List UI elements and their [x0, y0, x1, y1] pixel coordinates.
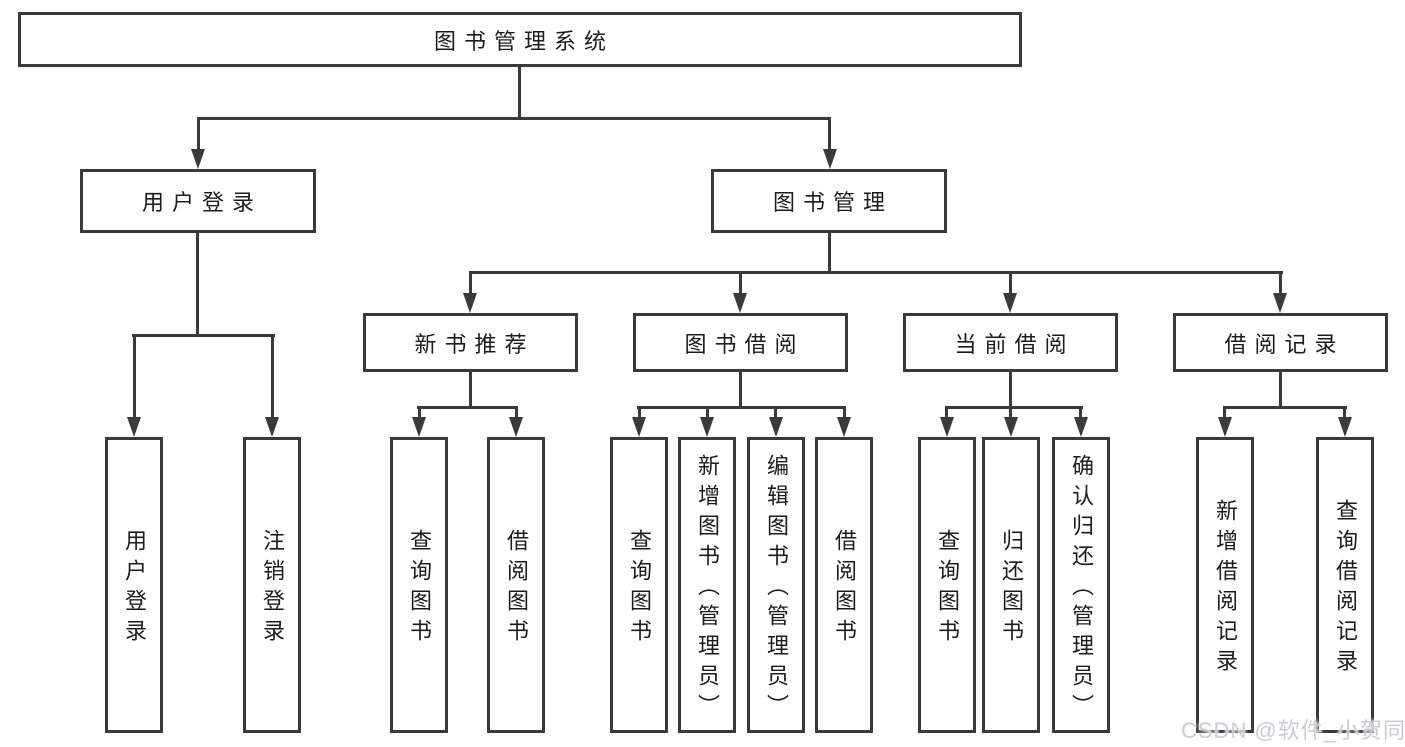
connector-line — [518, 67, 521, 119]
node-edit-book-admin-label: 编辑图书（管理员） — [764, 454, 789, 724]
connector-line — [1279, 273, 1282, 293]
node-book-management: 图书管理 — [711, 169, 947, 233]
node-query-borrow-record-label: 查询借阅记录 — [1333, 499, 1358, 679]
connector-arrow — [733, 293, 747, 313]
node-borrow-books-recommend: 借阅图书 — [487, 437, 545, 733]
connector-line — [1223, 408, 1226, 417]
node-borrow-records: 借阅记录 — [1173, 313, 1388, 372]
connector-line — [196, 233, 199, 336]
connector-arrow — [700, 417, 714, 437]
node-user-login-label: 用户登录 — [141, 190, 262, 215]
node-return-book: 归还图书 — [982, 437, 1040, 733]
node-add-book-admin: 新增图书（管理员） — [678, 437, 736, 733]
node-user-login-leaf: 用户登录 — [105, 437, 163, 733]
connector-arrow — [1338, 417, 1352, 437]
connector-arrow — [940, 417, 954, 437]
node-current-borrow: 当前借阅 — [903, 313, 1118, 372]
node-query-books-current: 查询图书 — [918, 437, 976, 733]
connector-line — [1279, 372, 1282, 408]
connector-line — [469, 271, 1283, 274]
connector-arrow — [1074, 417, 1088, 437]
connector-arrow — [412, 417, 426, 437]
csdn-watermark: CSDN @软件_小贺同学 — [1181, 718, 1405, 743]
connector-line — [133, 336, 136, 417]
connector-arrow — [127, 417, 141, 437]
node-add-borrow-record-label: 新增借阅记录 — [1213, 499, 1238, 679]
connector-arrow — [191, 149, 205, 169]
node-book-borrow: 图书借阅 — [633, 313, 848, 372]
node-new-book-recommend-label: 新书推荐 — [414, 331, 535, 357]
node-book-management-label: 图书管理 — [772, 190, 893, 215]
node-new-book-recommend: 新书推荐 — [363, 313, 578, 372]
node-logout: 注销登录 — [243, 437, 301, 733]
connector-arrow — [1218, 417, 1232, 437]
connector-arrow — [632, 417, 646, 437]
connector-line — [197, 117, 831, 120]
node-user-login-leaf-label: 用户登录 — [122, 529, 147, 649]
connector-arrow — [769, 417, 783, 437]
connector-line — [945, 406, 1083, 409]
node-add-book-admin-label: 新增图书（管理员） — [695, 454, 720, 724]
node-query-books-borrow-label: 查询图书 — [627, 529, 652, 649]
connector-line — [706, 408, 709, 417]
connector-line — [197, 119, 200, 149]
connector-arrow — [1003, 293, 1017, 313]
node-query-books-recommend-label: 查询图书 — [407, 529, 432, 649]
connector-line — [1343, 408, 1346, 417]
connector-line — [271, 336, 274, 417]
connector-line — [828, 233, 831, 273]
connector-arrow — [265, 417, 279, 437]
connector-line — [132, 334, 275, 337]
node-query-books-borrow: 查询图书 — [610, 437, 668, 733]
connector-line — [945, 408, 948, 417]
node-query-books-recommend: 查询图书 — [390, 437, 448, 733]
connector-arrow — [823, 149, 837, 169]
node-query-borrow-record: 查询借阅记录 — [1316, 437, 1374, 733]
connector-line — [774, 408, 777, 417]
connector-line — [739, 372, 742, 408]
connector-line — [1009, 408, 1012, 417]
connector-line — [1223, 406, 1347, 409]
connector-arrow — [463, 293, 477, 313]
connector-line — [739, 273, 742, 293]
connector-line — [469, 372, 472, 408]
node-add-borrow-record: 新增借阅记录 — [1196, 437, 1254, 733]
node-user-login: 用户登录 — [80, 169, 316, 233]
node-edit-book-admin: 编辑图书（管理员） — [747, 437, 805, 733]
node-book-borrow-label: 图书借阅 — [684, 331, 805, 357]
connector-line — [515, 408, 518, 417]
connector-arrow — [1273, 293, 1287, 313]
connector-line — [418, 408, 421, 417]
connector-line — [1009, 372, 1012, 408]
connector-line — [469, 273, 472, 293]
connector-line — [638, 408, 641, 417]
connector-line — [1079, 408, 1082, 417]
node-borrow-books-leaf: 借阅图书 — [815, 437, 873, 733]
connector-line — [843, 408, 846, 417]
node-borrow-books-leaf-label: 借阅图书 — [832, 529, 857, 649]
node-confirm-return-admin-label: 确认归还（管理员） — [1069, 454, 1094, 724]
node-borrow-records-label: 借阅记录 — [1224, 331, 1345, 357]
connector-line — [828, 119, 831, 149]
node-confirm-return-admin: 确认归还（管理员） — [1052, 437, 1110, 733]
connector-arrow — [1004, 417, 1018, 437]
node-current-borrow-label: 当前借阅 — [954, 331, 1075, 357]
connector-line — [1009, 273, 1012, 293]
node-borrow-books-recommend-label: 借阅图书 — [504, 529, 529, 649]
node-root: 图书管理系统 — [18, 12, 1022, 67]
node-root-label: 图书管理系统 — [433, 28, 614, 54]
connector-line — [637, 406, 846, 409]
connector-arrow — [837, 417, 851, 437]
connector-line — [417, 406, 518, 409]
node-return-book-label: 归还图书 — [999, 529, 1024, 649]
node-logout-label: 注销登录 — [260, 529, 285, 649]
connector-arrow — [509, 417, 523, 437]
node-query-books-current-label: 查询图书 — [935, 529, 960, 649]
